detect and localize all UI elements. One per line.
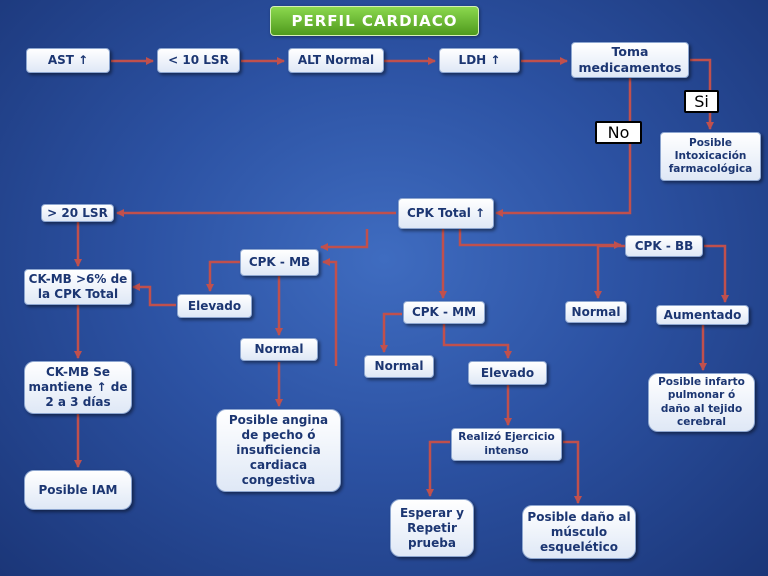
- node-lt10-lsr: < 10 LSR: [157, 48, 240, 73]
- node-normal-bb: Normal: [565, 301, 627, 323]
- node-alt-normal: ALT Normal: [288, 48, 384, 73]
- node-esperar-repetir: Esperar y Repetir prueba: [390, 499, 474, 557]
- node-ldh: LDH ↑: [439, 48, 520, 73]
- node-elevado-mm: Elevado: [468, 361, 547, 385]
- node-cpk-mm: CPK - MM: [403, 301, 485, 324]
- node-aumentado: Aumentado: [656, 305, 749, 325]
- node-elevado-mb: Elevado: [177, 294, 252, 318]
- node-posible-intoxicacion: Posible Intoxicación farmacológica: [660, 132, 761, 181]
- node-cpk-total: CPK Total ↑: [398, 198, 494, 229]
- label-no: No: [595, 121, 642, 144]
- node-ejercicio-intenso: Realizó Ejercicio intenso: [451, 428, 562, 461]
- node-posible-iam: Posible IAM: [24, 470, 132, 510]
- node-ckmb-se-mantiene: CK-MB Se mantiene ↑ de 2 a 3 días: [24, 361, 132, 414]
- node-posible-dano-musculo: Posible daño al músculo esquelético: [522, 505, 636, 559]
- node-ckmb-6-percent: CK-MB >6% de la CPK Total: [24, 269, 132, 305]
- node-ast: AST ↑: [26, 48, 110, 73]
- label-si: Si: [684, 90, 719, 113]
- node-toma-medicamentos: Toma medicamentos: [571, 42, 689, 78]
- node-normal-mb: Normal: [240, 338, 318, 361]
- node-gt20-lsr: > 20 LSR: [41, 204, 114, 222]
- node-posible-angina: Posible angina de pecho ó insuficiencia …: [216, 409, 341, 492]
- node-posible-infarto-pulmonar: Posible infarto pulmonar ó daño al tejid…: [648, 373, 755, 432]
- node-normal-mm: Normal: [364, 355, 434, 378]
- page-title: PERFIL CARDIACO: [270, 6, 479, 36]
- node-cpk-mb: CPK - MB: [240, 249, 319, 276]
- node-cpk-bb: CPK - BB: [625, 235, 703, 257]
